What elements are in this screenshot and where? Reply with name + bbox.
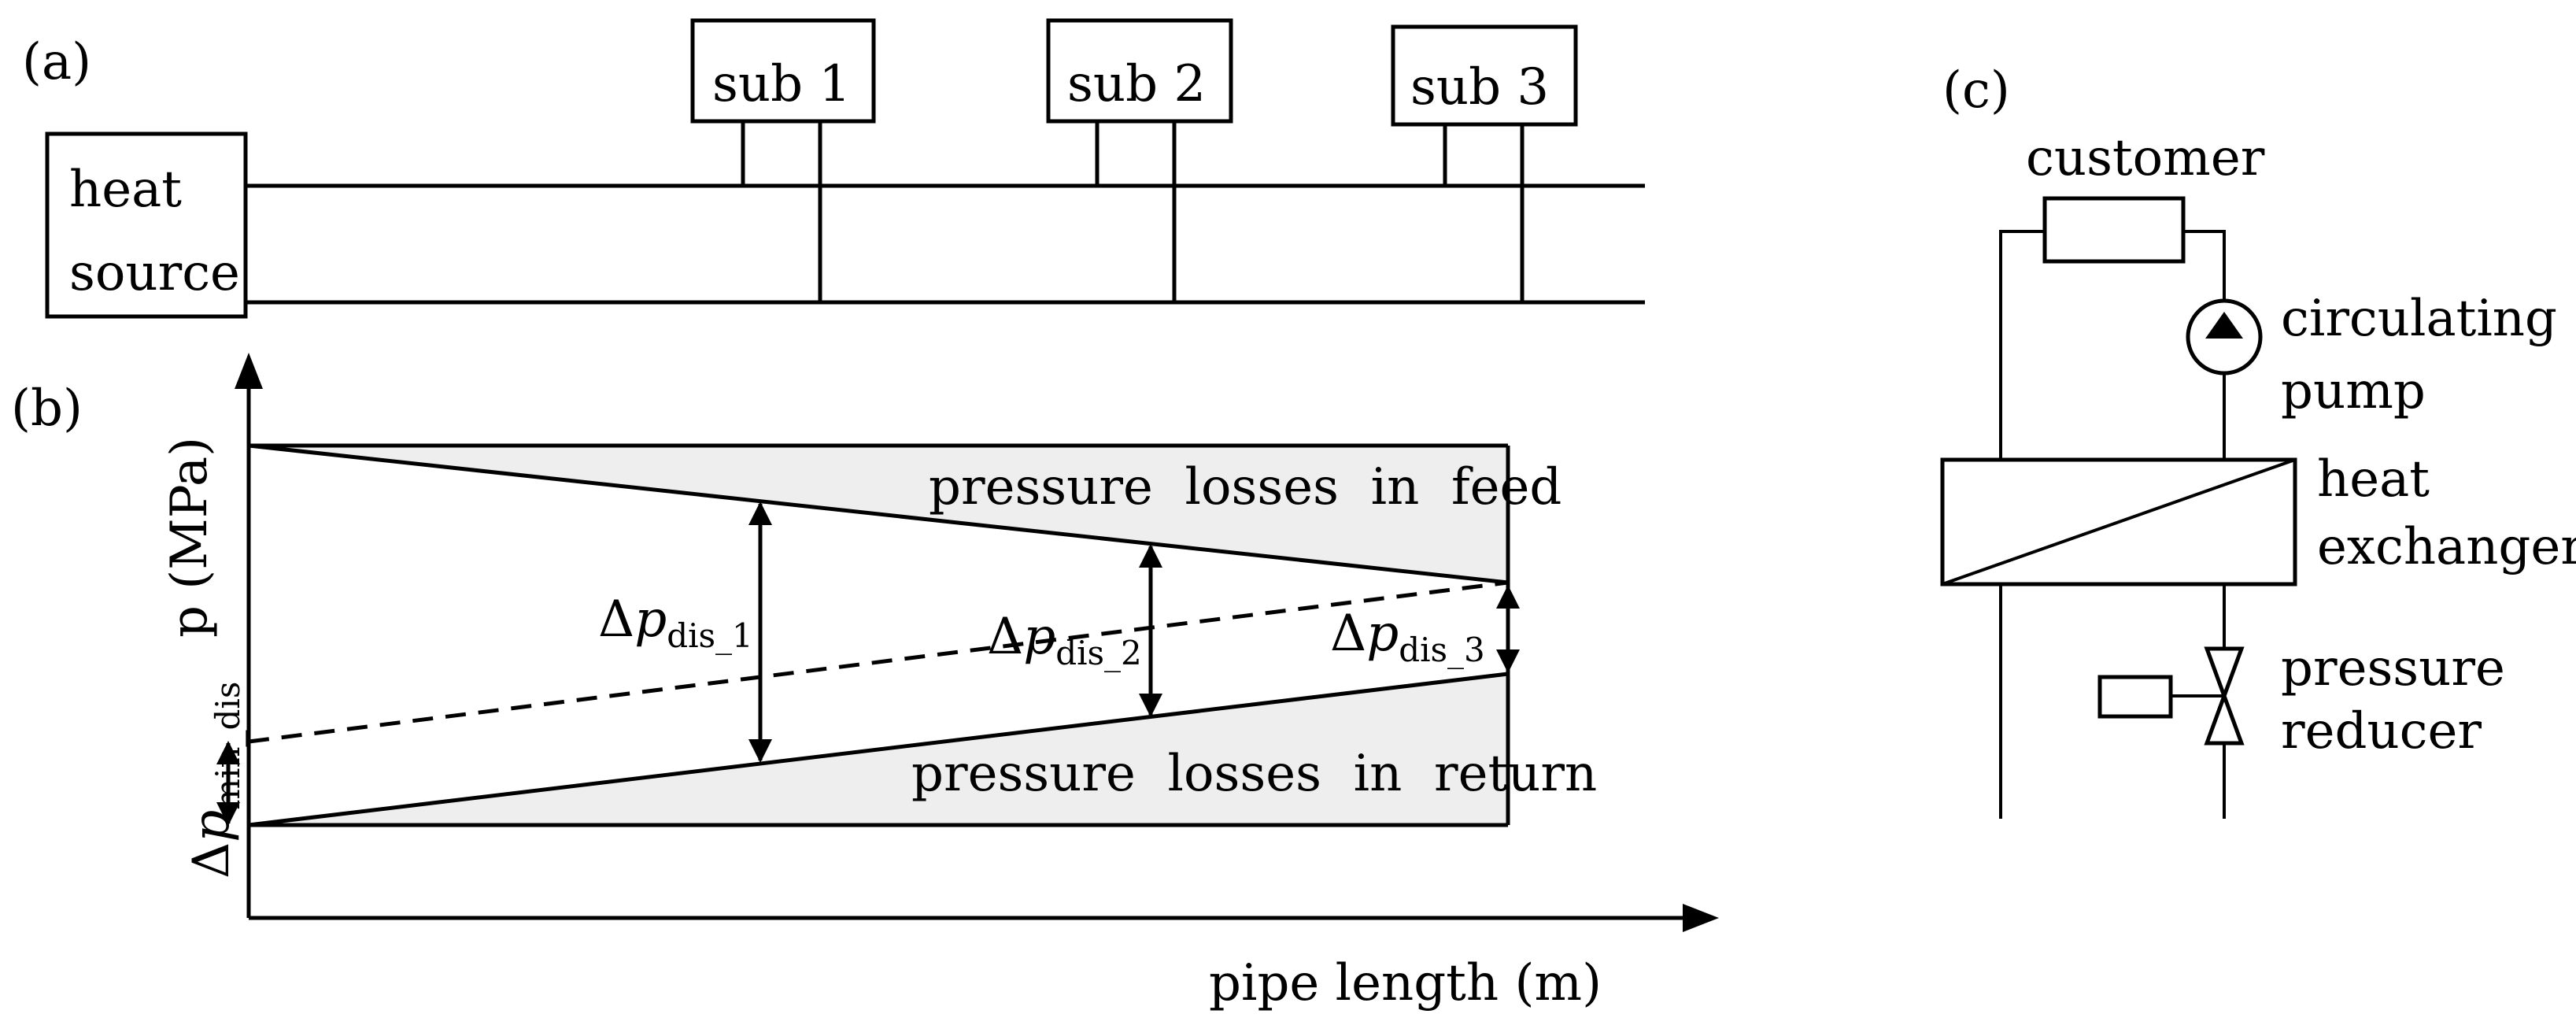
panel-b-label: (b) <box>11 379 83 438</box>
dp-dis-3-label: Δpdis_3 <box>1330 605 1485 669</box>
panel-a: (a) heat source sub 1 sub 2 sub 3 <box>22 18 1645 319</box>
dp-dis-2-delta: Δ <box>987 608 1023 666</box>
dp-min-dis-p: p <box>183 810 241 842</box>
substation-1-box <box>690 18 876 124</box>
pump-label-line2: pump <box>2281 362 2426 420</box>
dp-dis-1-subscript: dis_1 <box>667 616 753 655</box>
feed-pressure-line <box>248 443 1509 585</box>
dp-dis-1-p: p <box>634 590 667 649</box>
heat-source-box <box>45 131 248 319</box>
x-axis-arrowhead <box>1683 904 1719 932</box>
pump-label-line1: circulating <box>2281 290 2557 348</box>
panel-c-label: (c) <box>1942 61 2010 120</box>
heat-source-label-line2: source <box>69 244 240 302</box>
panel-a-label: (a) <box>22 33 91 91</box>
panel-b: (b) p (MPa) pipe length (m) pressure los… <box>11 353 1719 1012</box>
neutral-pressure-dashed-line <box>248 580 1509 744</box>
dp-dis-3-delta: Δ <box>1330 605 1366 663</box>
heat-source-label-line1: heat <box>69 161 182 219</box>
feed-region-label: pressure losses in feed <box>929 458 1561 516</box>
customer-box <box>2042 196 2186 264</box>
substation-3-box <box>1391 24 1578 127</box>
y-axis-label: p (MPa) <box>161 437 219 638</box>
dp-dis-3-subscript: dis_3 <box>1399 631 1485 669</box>
substation-1-label: sub 1 <box>712 55 851 113</box>
customer-label: customer <box>2026 129 2265 187</box>
heat-exchanger-diagonal <box>1942 458 2296 586</box>
substation-2-label: sub 2 <box>1067 55 1206 113</box>
dp-dis-1-delta: Δ <box>598 590 634 649</box>
return-region-label: pressure losses in return <box>911 745 1597 803</box>
pressure-reducer-label-line1: pressure <box>2281 639 2505 698</box>
dp-dis-2-subscript: dis_2 <box>1055 634 1142 672</box>
dp-min-dis-subscript: min_dis <box>209 682 247 810</box>
panel-c: (c) customer circulating pump heat excha… <box>1940 61 2576 819</box>
substation-2-box <box>1046 18 1233 124</box>
right-upper-pipe <box>2183 230 2226 301</box>
pressure-reducer-label-line2: reducer <box>2281 702 2482 760</box>
dp-dis-3-p: p <box>1366 605 1399 663</box>
return-pressure-line <box>248 672 1509 827</box>
pump-direction-triangle <box>2205 312 2243 339</box>
left-loop-pipe <box>1999 230 2045 460</box>
dp-min-dis-delta: Δ <box>183 842 241 879</box>
substation-3-label: sub 3 <box>1410 58 1549 117</box>
dp-dis-2-label: Δpdis_2 <box>987 608 1142 672</box>
dp-min-dis-label: Δpmin_dis <box>183 682 247 879</box>
dp-dis-2-p: p <box>1023 608 1055 666</box>
heat-exchanger-label-line2: exchanger <box>2317 518 2576 576</box>
heat-exchanger-label-line1: heat <box>2317 450 2430 509</box>
valve-actuator-box <box>2097 675 2173 719</box>
y-axis-arrowhead <box>235 353 263 389</box>
x-axis-label: pipe length (m) <box>1209 954 1602 1012</box>
dp-dis-1-label: Δpdis_1 <box>598 590 753 655</box>
